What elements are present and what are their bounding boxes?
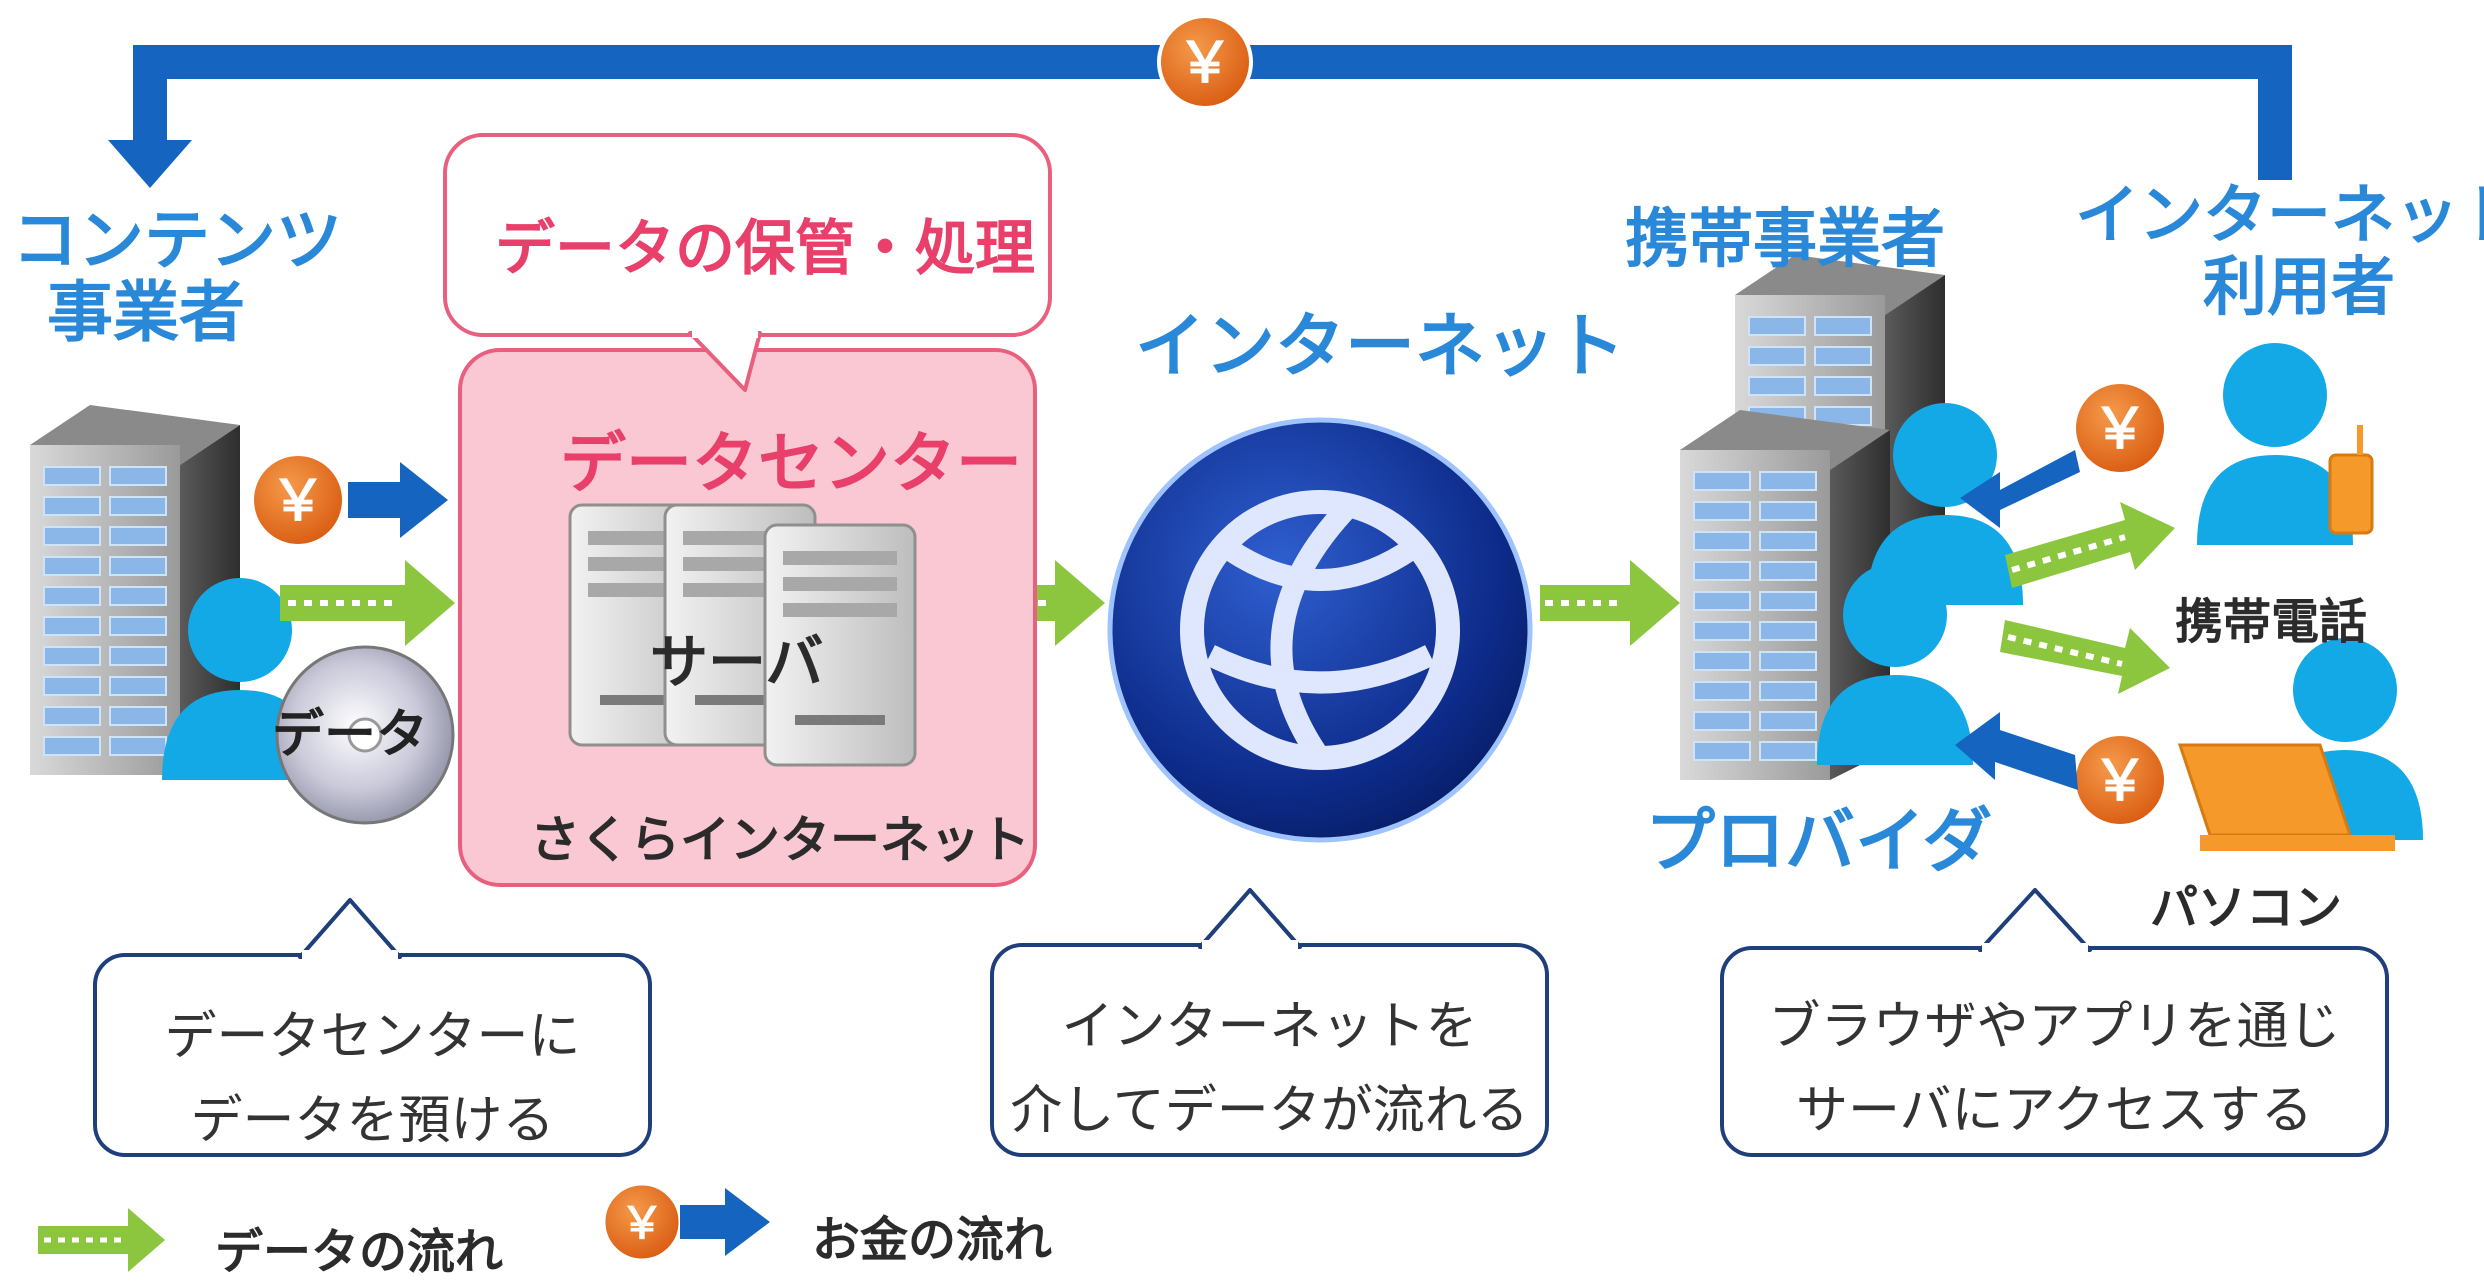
internet-user-title: インターネット 利用者	[2075, 180, 2484, 324]
content-provider-title: コンテンツ 事業者	[12, 205, 342, 349]
note-middle-text: インターネットを 介してデータが流れる	[997, 985, 1542, 1153]
coin-mobile-symbol: ￥	[2092, 397, 2148, 462]
data-arrow-to-mobile	[2005, 502, 2175, 588]
money-arrow-from-mobile	[1960, 450, 2080, 528]
datacenter-callout	[443, 133, 1052, 392]
coin-pc: ￥	[2072, 732, 2168, 828]
note-left-line1: データセンターに	[164, 1007, 581, 1067]
datacenter-callout-text: データの保管・処理	[495, 214, 1035, 284]
data-arrow-to-provider	[1540, 560, 1680, 646]
note-right-bubble	[1720, 888, 2389, 1157]
top-coin: ￥	[1157, 14, 1253, 110]
internet-label: インターネット	[1135, 305, 1625, 387]
coin-mobile: ￥	[2072, 380, 2168, 476]
legend-money-flow-label: お金の流れ	[812, 1212, 1053, 1268]
content-provider-title-line2: 事業者	[47, 274, 245, 351]
mobile-phone-icon	[2328, 425, 2374, 535]
data-arrow-to-datacenter	[280, 560, 455, 646]
legend-data-flow-label: データの流れ	[215, 1224, 504, 1280]
data-arrow-to-pc	[2000, 620, 2170, 694]
pc-label: パソコン	[2150, 880, 2343, 936]
money-arrow-to-datacenter	[348, 462, 448, 538]
money-arrow-from-pc	[1955, 712, 2078, 790]
data-disc	[275, 645, 455, 825]
server-label: サーバ	[650, 628, 824, 696]
left-coin-symbol: ￥	[270, 469, 326, 534]
datacenter-title: データセンター	[560, 425, 1022, 502]
note-middle-bubble	[990, 888, 1549, 1157]
note-left-text: データセンターに データを預ける	[100, 995, 645, 1163]
top-coin-symbol: ￥	[1177, 31, 1233, 96]
internet-user-title-line2: 利用者	[2203, 251, 2395, 325]
internet-user-title-line1: インターネット	[2075, 179, 2484, 253]
note-middle-line1: インターネットを	[1061, 997, 1478, 1057]
legend-coin: ￥	[602, 1182, 682, 1262]
mobile-phone-label: 携帯電話	[2175, 594, 2368, 650]
internet-globe	[1107, 417, 1533, 843]
note-right-line1: ブラウザやアプリを通じ	[1768, 997, 2341, 1057]
coin-pc-symbol: ￥	[2092, 749, 2148, 814]
note-left-line2: データを預ける	[190, 1091, 555, 1151]
note-right-text: ブラウザやアプリを通じ サーバにアクセスする	[1727, 985, 2382, 1153]
content-provider-title-line1: コンテンツ	[12, 202, 342, 279]
top-money-arrowhead	[108, 140, 192, 188]
laptop-icon	[2177, 743, 2395, 851]
legend-money-arrow	[680, 1188, 770, 1256]
disc-label: データ	[272, 705, 428, 765]
mobile-carrier-label: 携帯事業者	[1625, 203, 1945, 277]
provider-label: プロバイダ	[1645, 800, 1993, 882]
legend-data-arrow	[38, 1208, 165, 1272]
left-coin: ￥	[250, 452, 346, 548]
note-middle-line2: 介してデータが流れる	[1010, 1081, 1529, 1141]
note-right-line2: サーバにアクセスする	[1796, 1081, 2313, 1141]
company-name: さくらインターネット	[530, 811, 1030, 869]
note-left-bubble	[93, 898, 652, 1157]
legend-coin-symbol: ￥	[620, 1198, 664, 1249]
